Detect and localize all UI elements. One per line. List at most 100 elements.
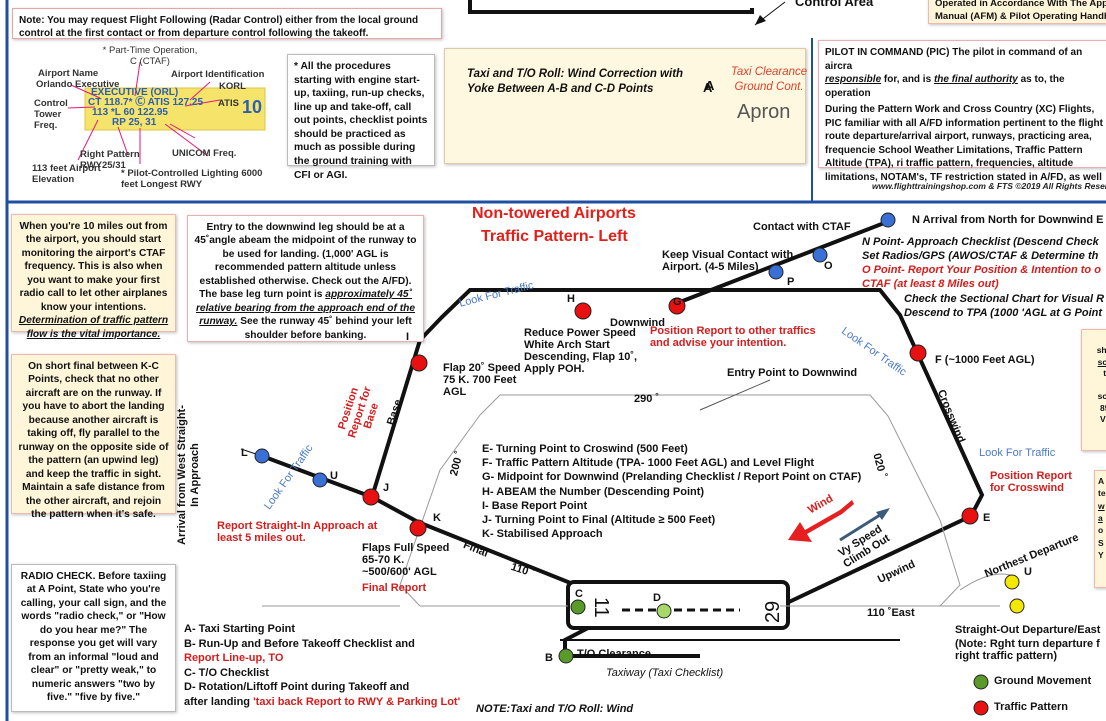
pic-title: PILOT IN COMMAND (PIC) The pilot in comm…: [825, 47, 1083, 72]
step-d2a: after landing: [184, 695, 254, 708]
right-edge-b1: A: [1098, 476, 1105, 486]
northeast-departure-curve: [959, 573, 1011, 591]
note-bottom: NOTE:Taxi and T/O Roll: Wind: [476, 703, 634, 715]
point-j: [362, 488, 380, 506]
step-c: C- T/O Checklist: [184, 666, 269, 679]
pt-label-g-visible: G: [673, 296, 682, 308]
control-area-arrowhead: [755, 15, 766, 25]
pattern-legend: E- Turning Point to Croswind (500 Feet) …: [482, 442, 861, 541]
pic-responsible: responsible: [825, 74, 882, 85]
right-edge-a7: 85-9: [1099, 402, 1106, 413]
legend-e: E- Turning Point to Croswind (500 Feet): [482, 443, 688, 455]
keep-visual-label: Keep Visual Contact with Airport. (4-5 M…: [662, 249, 794, 273]
control-area-label: Control Area: [795, 0, 874, 9]
point-b: [558, 648, 574, 664]
right-edge-a4: traf: [1103, 368, 1106, 379]
atis-label: ATIS: [218, 98, 239, 109]
elevation-label: 113 feet Airport Elevation: [32, 163, 101, 185]
taxi-clearance-label: Taxi Clearance Ground Cont.: [730, 66, 808, 94]
point-c: [570, 599, 586, 615]
runway-11: 11: [590, 597, 612, 618]
point-e: [961, 507, 979, 525]
straight-out-note: (Note: Rght turn departure f right traff…: [955, 638, 1100, 662]
point-straight-out: [1009, 598, 1025, 614]
chart-line1: EXECUTIVE (ORL): [91, 87, 179, 98]
runway: [566, 580, 790, 630]
final-report-label: Final Report: [362, 582, 427, 594]
radio-check-box: RADIO CHECK. Before taxiing at A Point, …: [11, 564, 176, 712]
control-tower-label: Control Tower Freq.: [34, 98, 68, 131]
point-k: [409, 519, 427, 537]
downwind-entry-a: Entry to the downwind leg should be at a…: [194, 222, 417, 301]
step-b: B- Run-Up and Before Takeoff Checklist a…: [184, 637, 415, 650]
legend-k: K- Stabilised Approach: [482, 528, 603, 541]
pt-label-b: B: [545, 652, 553, 664]
right-edge-b5: o: [1098, 525, 1104, 536]
downwind-label: Downwind: [610, 317, 665, 329]
ctaf-text: When you're 10 miles out from the airpor…: [19, 221, 168, 313]
chart-big-number: 10: [241, 97, 262, 117]
report-straight-in: Report Straight-In Approach at least 5 m…: [217, 520, 378, 544]
pt-label-u-ne: U: [1024, 566, 1032, 578]
wind-arrow: [788, 500, 854, 542]
heading-290: 290 ˚: [634, 393, 660, 405]
apron-point-label: A: [703, 80, 713, 95]
afm-box: Operated in Accordance With The Appr Man…: [928, 0, 1106, 24]
step-b2: Report Line-up, TO: [184, 652, 284, 664]
right-edge-a5: th: [1085, 380, 1106, 391]
right-edge-a3: scan: [1097, 356, 1106, 367]
legend-g: G- Midpoint for Downwind (Prelanding Che…: [482, 471, 862, 484]
chart-line3: 113 *L 60 122.95: [92, 107, 168, 118]
reduce-power-label: Reduce Power Speed White Arch Start Desc…: [524, 327, 638, 375]
pic-final-authority: the final authority: [933, 74, 1018, 85]
point-n: [880, 212, 896, 228]
short-final-box: On short final between K-C Points, check…: [11, 354, 176, 520]
step-d2: after landing 'taxi back Report to RWY &…: [184, 695, 460, 710]
right-edge-box-2: A te w a o S Y: [1094, 470, 1106, 588]
airport-id-value: KORL: [219, 81, 246, 92]
pt-label-e: E: [983, 512, 991, 524]
chart-text-overlay: EXECUTIVE (ORL) CT 118.7* Ⓒ ATIS 127.25 …: [88, 88, 264, 130]
point-l: [254, 448, 270, 464]
f-label: F (~1000 Feet AGL): [935, 354, 1035, 366]
inner-pattern-outline: [479, 394, 961, 607]
look-traffic-crosswind: Look For Traffic: [979, 447, 1056, 459]
pcl-label: * Pilot-Controlled Lighting 6000 feet Lo…: [121, 168, 263, 190]
taxi-steps: A- Taxi Starting Point B- Run-Up and Bef…: [184, 622, 460, 709]
flaps-full-label: Flaps Full Speed 65-70 K. ~500/600' AGL: [362, 542, 450, 578]
entry-downwind-label: Entry Point to Downwind: [727, 367, 858, 379]
chart-pointer-lines: [67, 61, 221, 164]
top-route-line: [468, 0, 754, 14]
north-arrival-line: [679, 218, 893, 304]
point-p: [768, 264, 784, 280]
legend-f: F- Traffic Pattern Altitude (TPA- 1000 F…: [482, 457, 815, 470]
downwind-entry-b: See the runway 45˚ behind your left shou…: [240, 316, 412, 341]
right-edge-b6: S: [1098, 537, 1104, 548]
point-f: [909, 344, 927, 362]
sectional-label-2: Descend to TPA (1000 'AGL at G Point: [904, 307, 1103, 319]
copyright: www.flighttrainingshop.com & FTS ©2019 A…: [872, 181, 1106, 191]
traffic-pattern-label: Traffic Pattern: [994, 701, 1068, 713]
right-edge-b3: w: [1098, 500, 1105, 511]
taxi-roll-title: Taxi and T/O Roll: Wind Correction with …: [467, 68, 684, 96]
chart-line2: CT 118.7* Ⓒ ATIS 127.25: [88, 97, 204, 108]
apron-label: Apron: [737, 101, 791, 123]
arrival-west-label: Arrival from West Straight-In Approach: [176, 405, 201, 545]
heading-110-east: 110 ˚East: [867, 607, 915, 619]
procedures-note: * All the procedures starting with engin…: [287, 54, 435, 181]
taxi-roll-box: Taxi and T/O Roll: Wind Correction with …: [444, 48, 807, 164]
pt-label-k: K: [433, 512, 441, 524]
flight-following-note: Note: You may request Flight Following (…: [12, 8, 442, 39]
pt-label-j: J: [383, 482, 390, 494]
pt-label-p: P: [787, 276, 795, 288]
point-i: [410, 354, 428, 372]
flap20-label: Flap 20˚ Speed 75 K. 700 Feet AGL: [443, 362, 521, 398]
downwind-entry-box: Entry to the downwind leg should be at a…: [187, 215, 424, 342]
position-report-g: Position Report to other traffics and ad…: [650, 325, 816, 349]
ctaf-8-label: CTAF (at least 8 Miles out): [862, 278, 999, 290]
pt-label-u-west: U: [330, 470, 338, 482]
runway-29: 29: [762, 600, 784, 623]
taxiway-label: Taxiway (Taxi Checklist): [606, 667, 724, 679]
pic-line2-b: for, and is: [881, 74, 934, 85]
right-edge-box-1: A shou scan traf th scan 85-9 VFR (: [1081, 329, 1106, 451]
